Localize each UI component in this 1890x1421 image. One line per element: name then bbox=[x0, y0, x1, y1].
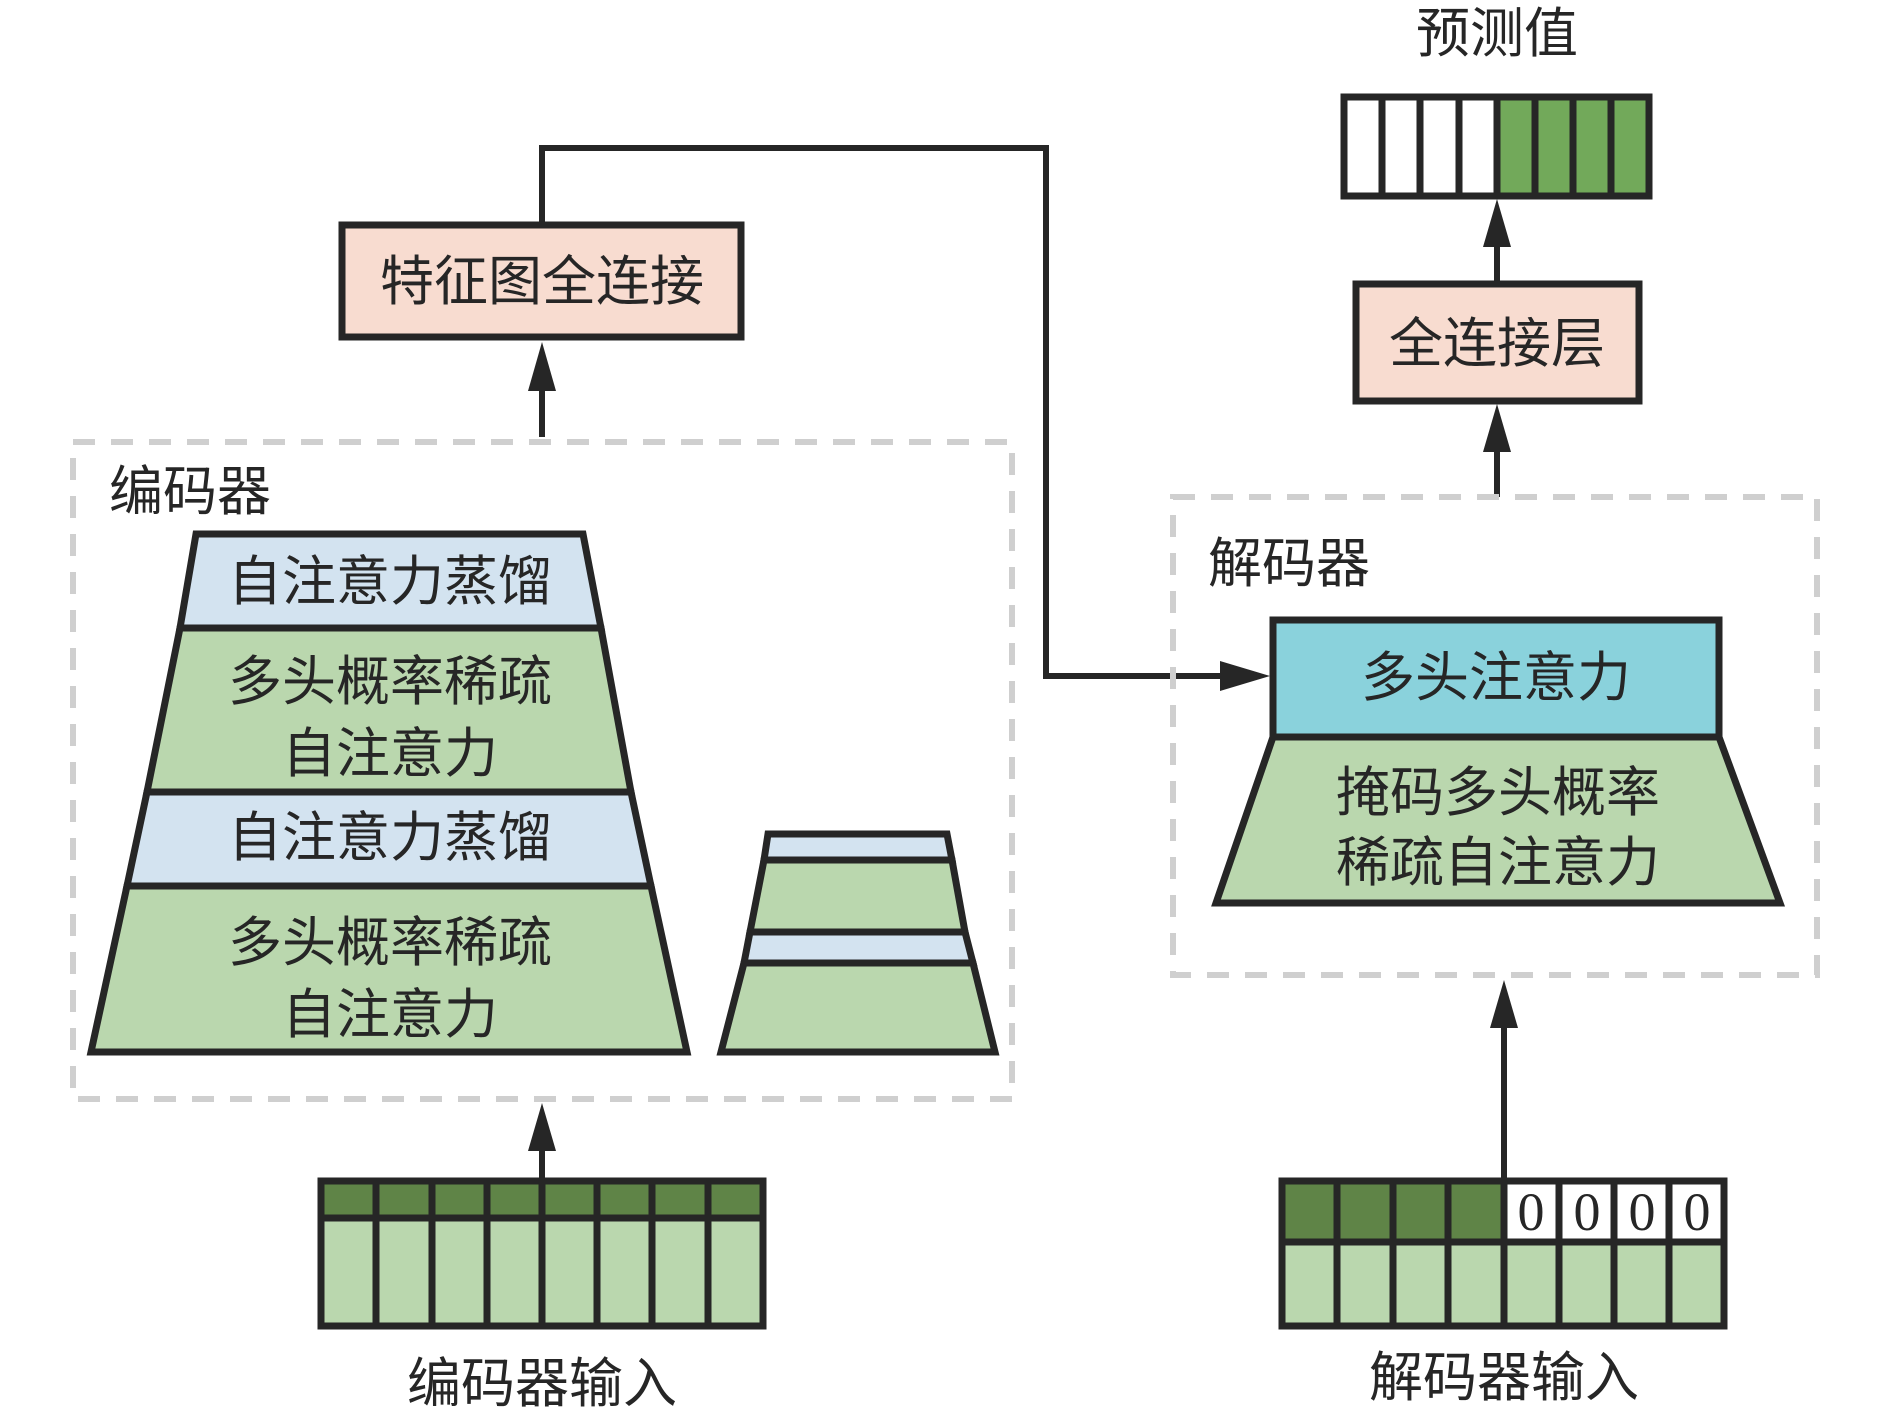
arrow-fc-to-prediction bbox=[1483, 199, 1511, 284]
encoder-input-tokens bbox=[317, 1177, 767, 1330]
decoder-input-zero: 0 bbox=[1629, 1182, 1656, 1242]
decoder-input-tokens: 0 0 0 0 bbox=[1278, 1177, 1728, 1330]
arrow-up-icon bbox=[1490, 980, 1518, 1028]
decoder-input-zero: 0 bbox=[1574, 1182, 1601, 1242]
connector-line bbox=[539, 145, 1226, 679]
arrow-up-icon bbox=[1483, 404, 1511, 452]
decoder-input-label: 解码器输入 bbox=[1369, 1346, 1639, 1409]
prediction-title: 预测值 bbox=[1416, 2, 1578, 65]
feature-map-fc-label: 特征图全连接 bbox=[380, 250, 704, 313]
replica-layer-distilling bbox=[759, 830, 957, 864]
prediction-bar bbox=[1340, 93, 1653, 200]
encoder-main-stack: 自注意力蒸馏 多头概率稀疏 自注意力 自注意力蒸馏 多头概率稀疏 自注意力 bbox=[86, 530, 692, 1056]
encoder-input-label: 编码器输入 bbox=[407, 1352, 677, 1415]
encoder-dashed-border bbox=[70, 439, 1015, 1102]
decoder-title: 解码器 bbox=[1208, 532, 1370, 595]
replica-layer-distilling bbox=[739, 928, 978, 967]
encoder-layer-label: 多头概率稀疏 bbox=[228, 911, 552, 974]
multihead-attention-label: 多头注意力 bbox=[1361, 646, 1631, 709]
connector-encoder-to-decoder bbox=[539, 145, 1270, 691]
encoder-layer-label: 自注意力 bbox=[282, 983, 498, 1046]
encoder-layer-label: 自注意力蒸馏 bbox=[228, 550, 552, 613]
fc-layer-label: 全连接层 bbox=[1389, 312, 1605, 375]
arrow-up-icon bbox=[1483, 199, 1511, 247]
decoder-input-zero: 0 bbox=[1684, 1182, 1711, 1242]
encoder-replica-stack bbox=[716, 830, 1000, 1056]
encoder-layer-label: 自注意力 bbox=[282, 722, 498, 785]
decoder-input-zero: 0 bbox=[1518, 1182, 1545, 1242]
decoder-group: 解码器 多头注意力 掩码多头概率 稀疏自注意力 bbox=[1170, 494, 1820, 978]
arrow-decoder-input-to-decoder bbox=[1490, 980, 1518, 1178]
arrow-right-icon bbox=[1220, 661, 1270, 691]
arrow-decoder-to-fc bbox=[1483, 404, 1511, 497]
masked-attention-label: 稀疏自注意力 bbox=[1336, 831, 1660, 894]
masked-attention-label: 掩码多头概率 bbox=[1336, 761, 1660, 824]
arrow-encoder-input-to-encoder bbox=[528, 1103, 556, 1178]
encoder-group: 编码器 自注意力蒸馏 多头概率稀疏 自注意力 自注意力蒸馏 多头概率稀疏 自注意… bbox=[70, 439, 1015, 1102]
decoder-dashed-border bbox=[1170, 494, 1820, 978]
encoder-title: 编码器 bbox=[109, 460, 271, 523]
decoder-masked-attention: 掩码多头概率 稀疏自注意力 bbox=[1211, 733, 1786, 907]
arrow-up-icon bbox=[528, 1103, 556, 1151]
encoder-layer-label: 多头概率稀疏 bbox=[228, 650, 552, 713]
replica-layer-attention bbox=[716, 959, 1000, 1056]
fc-layer-box: 全连接层 bbox=[1352, 280, 1643, 405]
encoder-layer-label: 自注意力蒸馏 bbox=[228, 806, 552, 869]
encoder-layer-attention bbox=[86, 882, 692, 1056]
feature-map-fc-box: 特征图全连接 bbox=[338, 221, 745, 341]
arrow-up-icon bbox=[528, 342, 556, 391]
decoder-multihead-attention: 多头注意力 bbox=[1269, 616, 1723, 741]
replica-layer-attention bbox=[745, 856, 970, 936]
arrow-encoder-to-feature-fc bbox=[528, 342, 556, 437]
